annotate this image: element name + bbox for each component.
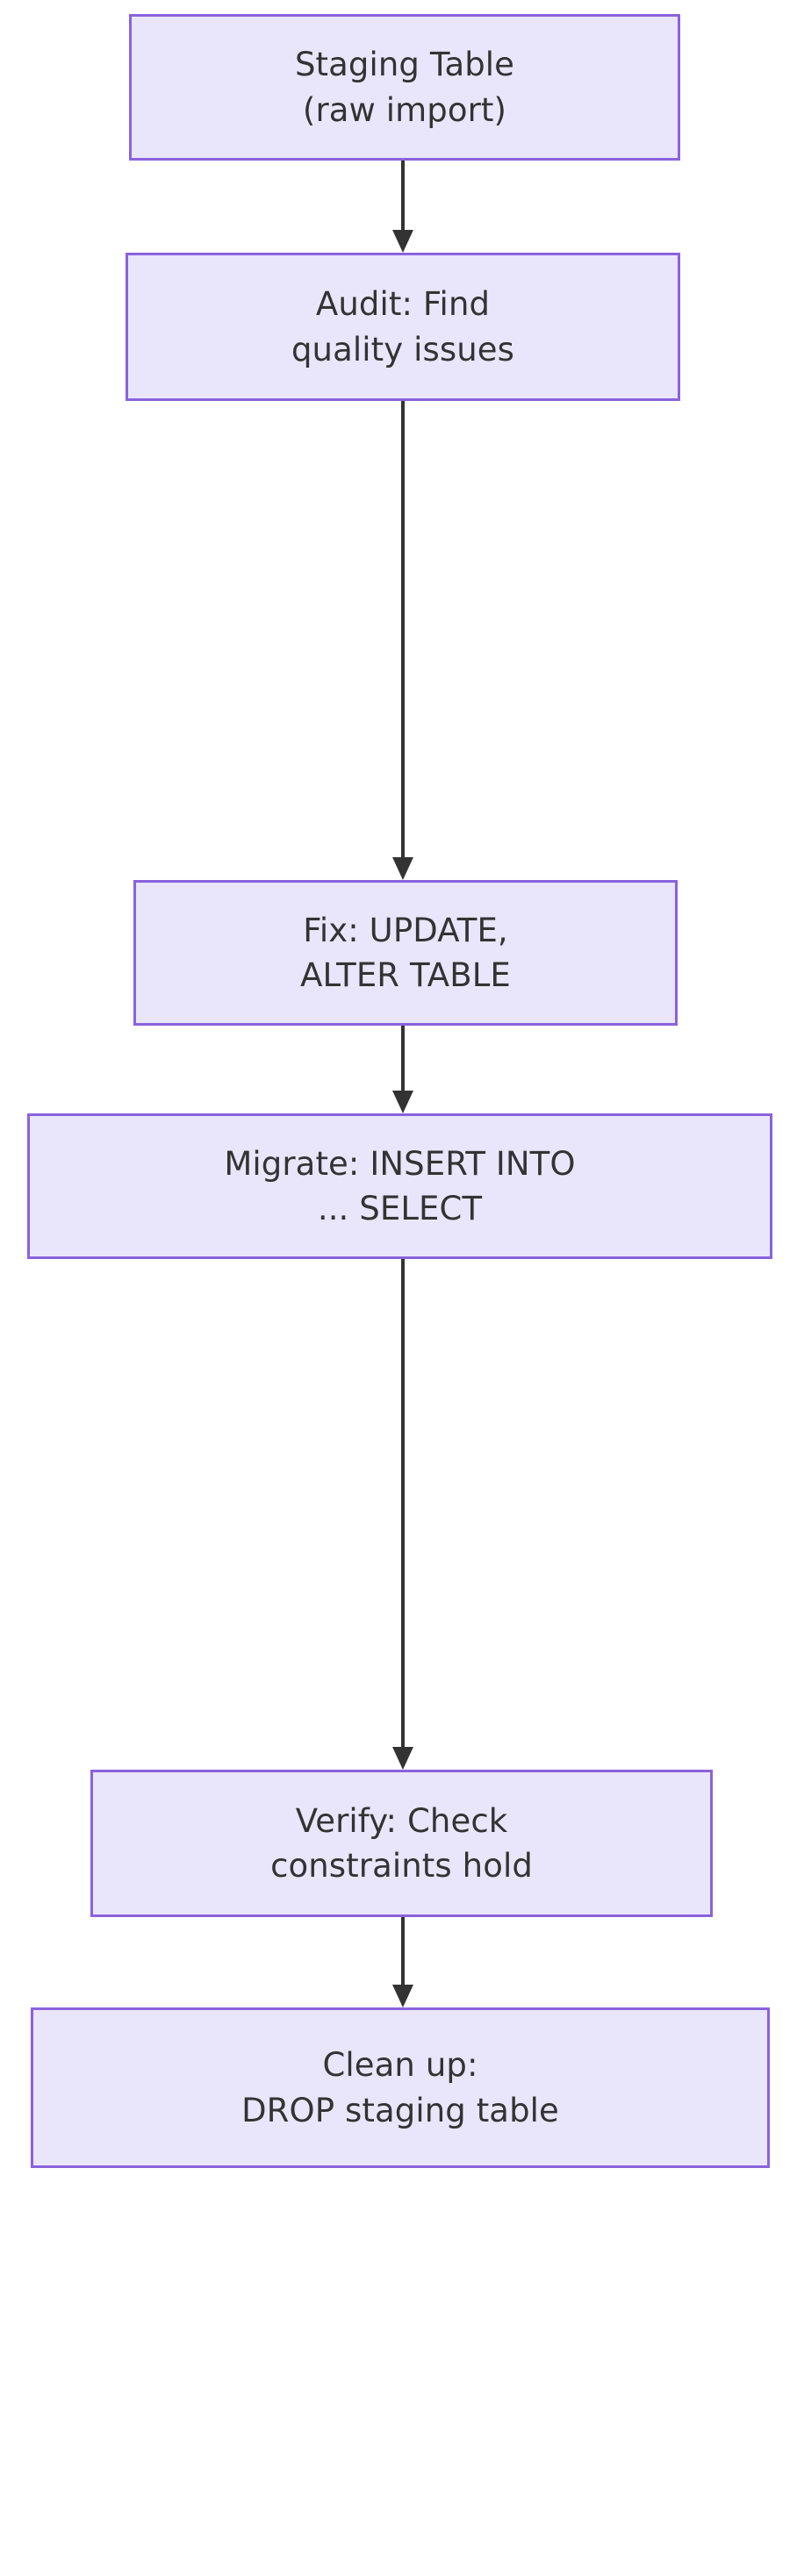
flow-node-audit[interactable]: Audit: Find quality issues xyxy=(126,253,680,401)
edge-audit-to-fix xyxy=(392,401,413,880)
node-label-line-1: Clean up: xyxy=(322,2046,478,2085)
node-label-line-2: (raw import) xyxy=(302,90,507,129)
node-label-line-2: DROP staging table xyxy=(241,2091,559,2129)
flow-node-migrate[interactable]: Migrate: INSERT INTO ... SELECT xyxy=(27,1113,772,1259)
flow-node-cleanup[interactable]: Clean up: DROP staging table xyxy=(31,2007,770,2168)
node-label-line-1: Audit: Find xyxy=(315,285,491,324)
edge-migrate-to-verify xyxy=(392,1259,413,1770)
node-label-line-2: quality issues xyxy=(291,330,515,369)
node-label-line-1: Verify: Check xyxy=(295,1801,508,1840)
flow-node-staging-table[interactable]: Staging Table (raw import) xyxy=(129,14,680,161)
flow-node-verify[interactable]: Verify: Check constraints hold xyxy=(90,1770,713,1917)
edge-staging-to-audit xyxy=(392,161,413,253)
flow-node-fix[interactable]: Fix: UPDATE, ALTER TABLE xyxy=(133,880,678,1026)
node-label-line-2: ... SELECT xyxy=(317,1190,483,1227)
node-label-line-1: Migrate: INSERT INTO xyxy=(224,1144,576,1183)
node-label-line-1: Staging Table xyxy=(294,46,515,84)
edge-fix-to-migrate xyxy=(392,1026,413,1113)
edge-verify-to-cleanup xyxy=(392,1917,413,2007)
node-label-line-2: constraints hold xyxy=(270,1847,533,1885)
node-label-line-2: ALTER TABLE xyxy=(300,956,511,994)
node-label-line-1: Fix: UPDATE, xyxy=(303,911,508,949)
